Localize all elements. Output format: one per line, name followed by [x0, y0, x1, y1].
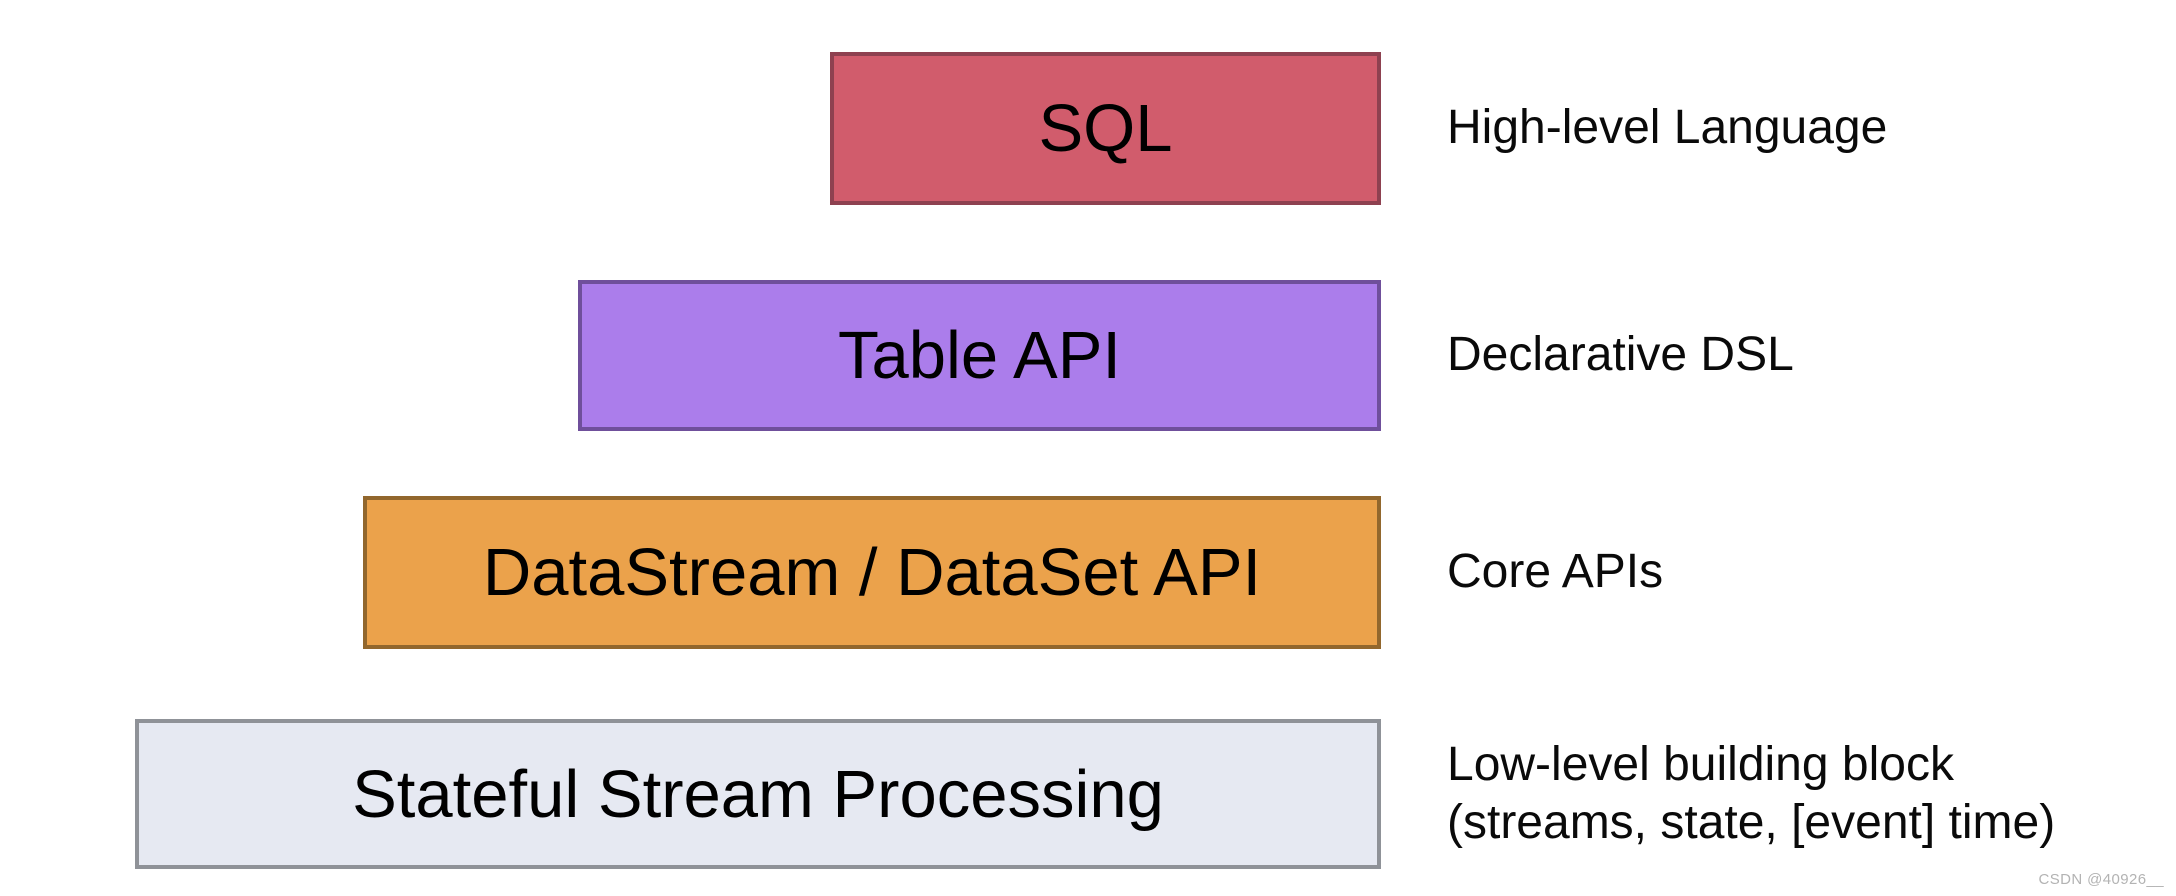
layer-title-datastream-dataset-api: DataStream / DataSet API	[482, 535, 1262, 610]
layer-box-stateful-stream-processing: Stateful Stream Processing	[135, 719, 1381, 869]
layer-title-table-api: Table API	[837, 318, 1122, 393]
layer-description-line: Core APIs	[1447, 545, 1664, 599]
layer-title-stateful-stream-processing: Stateful Stream Processing	[352, 756, 1164, 832]
layer-description-line: Low-level building block	[1447, 737, 1954, 791]
layer-description-table-api: Declarative DSL	[1447, 280, 1794, 431]
csdn-watermark: CSDN @40926__	[2038, 871, 2164, 888]
layer-box-table-api: Table API	[578, 280, 1381, 431]
layer-box-datastream-dataset-api: DataStream / DataSet API	[363, 496, 1381, 649]
layer-box-sql: SQL	[830, 52, 1381, 205]
layer-description-line: Declarative DSL	[1447, 328, 1794, 382]
layer-description-sql: High-level Language	[1447, 52, 1887, 205]
layer-title-sql: SQL	[1038, 91, 1173, 166]
layer-description-stateful-stream-processing: Low-level building block (streams, state…	[1447, 719, 2055, 869]
layer-description-line: (streams, state, [event] time)	[1447, 796, 2056, 849]
layer-description-line: High-level Language	[1447, 101, 1888, 155]
layer-description-datastream-dataset-api: Core APIs	[1447, 496, 1663, 649]
